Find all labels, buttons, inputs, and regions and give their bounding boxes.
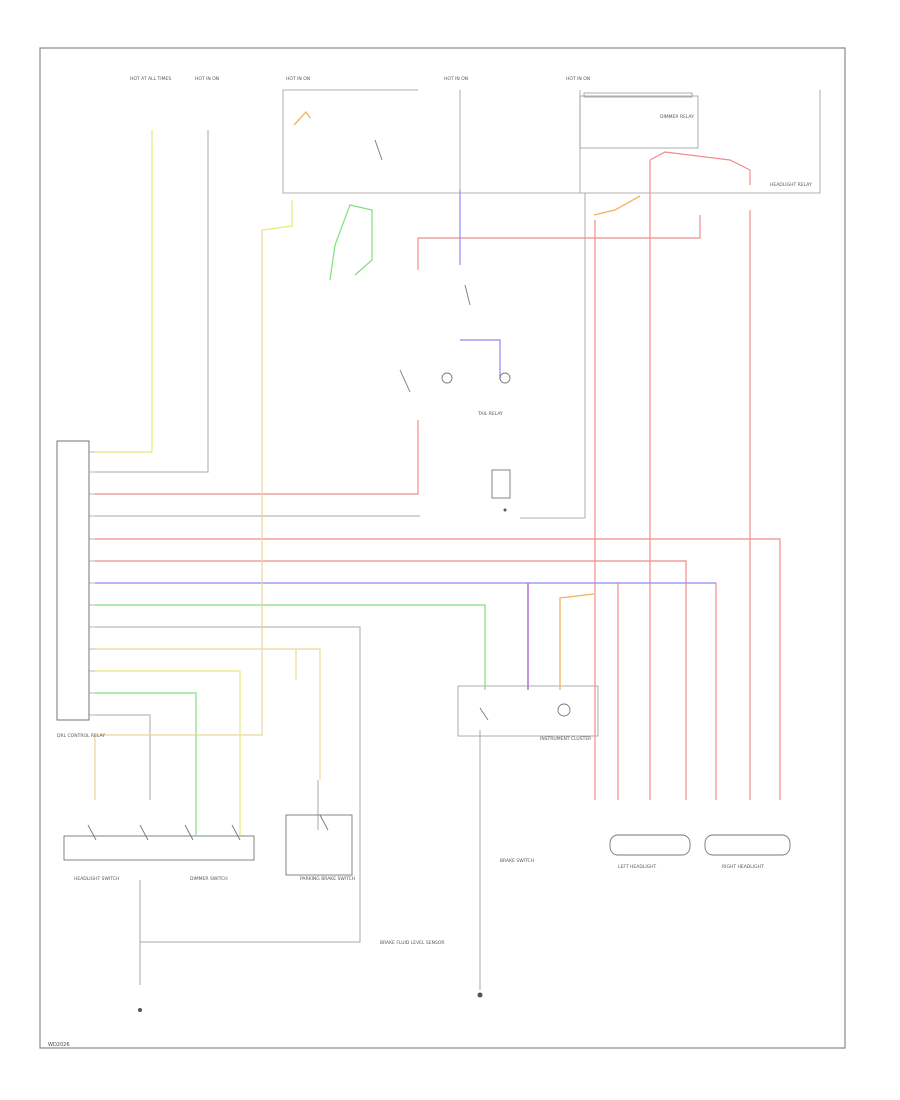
fuse-label-4: HOT IN ON <box>444 76 468 82</box>
wire-gray <box>95 130 481 990</box>
label-headlight-relay: HEADLIGHT RELAY <box>770 182 812 188</box>
label-instrument-cluster: INSTRUMENT CLUSTER <box>540 736 591 742</box>
wire-tan <box>94 230 321 800</box>
ground-symbols <box>138 508 507 1012</box>
label-drl-control-relay: DRL CONTROL RELAY <box>57 733 105 739</box>
wire-orange <box>293 110 641 690</box>
label-tail-relay: TAIL RELAY <box>477 411 503 417</box>
label-left-headlight: LEFT HEADLIGHT <box>618 864 657 870</box>
wire-green <box>95 204 486 835</box>
fuse-label-5: HOT IN ON <box>566 76 590 82</box>
diagram-frame <box>39 47 846 1049</box>
label-right-headlight: RIGHT HEADLIGHT <box>722 864 764 870</box>
relay-pins <box>89 451 95 716</box>
figure-id: WD2026 <box>48 1042 70 1048</box>
label-dimmer-relay: DIMMER RELAY <box>660 114 694 120</box>
wire-yellow <box>95 200 293 835</box>
component-labels: DRL CONTROL RELAY HEADLIGHT SWITCH INSTR… <box>57 114 812 946</box>
label-parking-brake-switch: PARKING BRAKE SWITCH <box>300 876 355 882</box>
fuse-labels: HOT AT ALL TIMES HOT IN ON HOT IN ON HOT… <box>130 76 590 82</box>
fuse-label-1: HOT AT ALL TIMES <box>130 76 171 82</box>
wire-yellow-top <box>95 130 153 453</box>
fuse-box-group <box>282 89 821 737</box>
label-headlight-switch: HEADLIGHT SWITCH <box>74 876 119 882</box>
label-brake-fluid-sensor: BRAKE FLUID LEVEL SENSOR <box>380 940 445 946</box>
label-dimmer-switch: DIMMER SWITCH <box>190 876 228 882</box>
label-brake-switch: BRAKE SWITCH <box>500 858 534 864</box>
switch-symbols <box>63 139 791 876</box>
fuse-label-2: HOT IN ON <box>195 76 219 82</box>
drl-control-relay <box>56 440 90 721</box>
wire-red <box>95 151 781 800</box>
wire-blue <box>95 190 716 584</box>
fuse-label-3: HOT IN ON <box>286 76 310 82</box>
